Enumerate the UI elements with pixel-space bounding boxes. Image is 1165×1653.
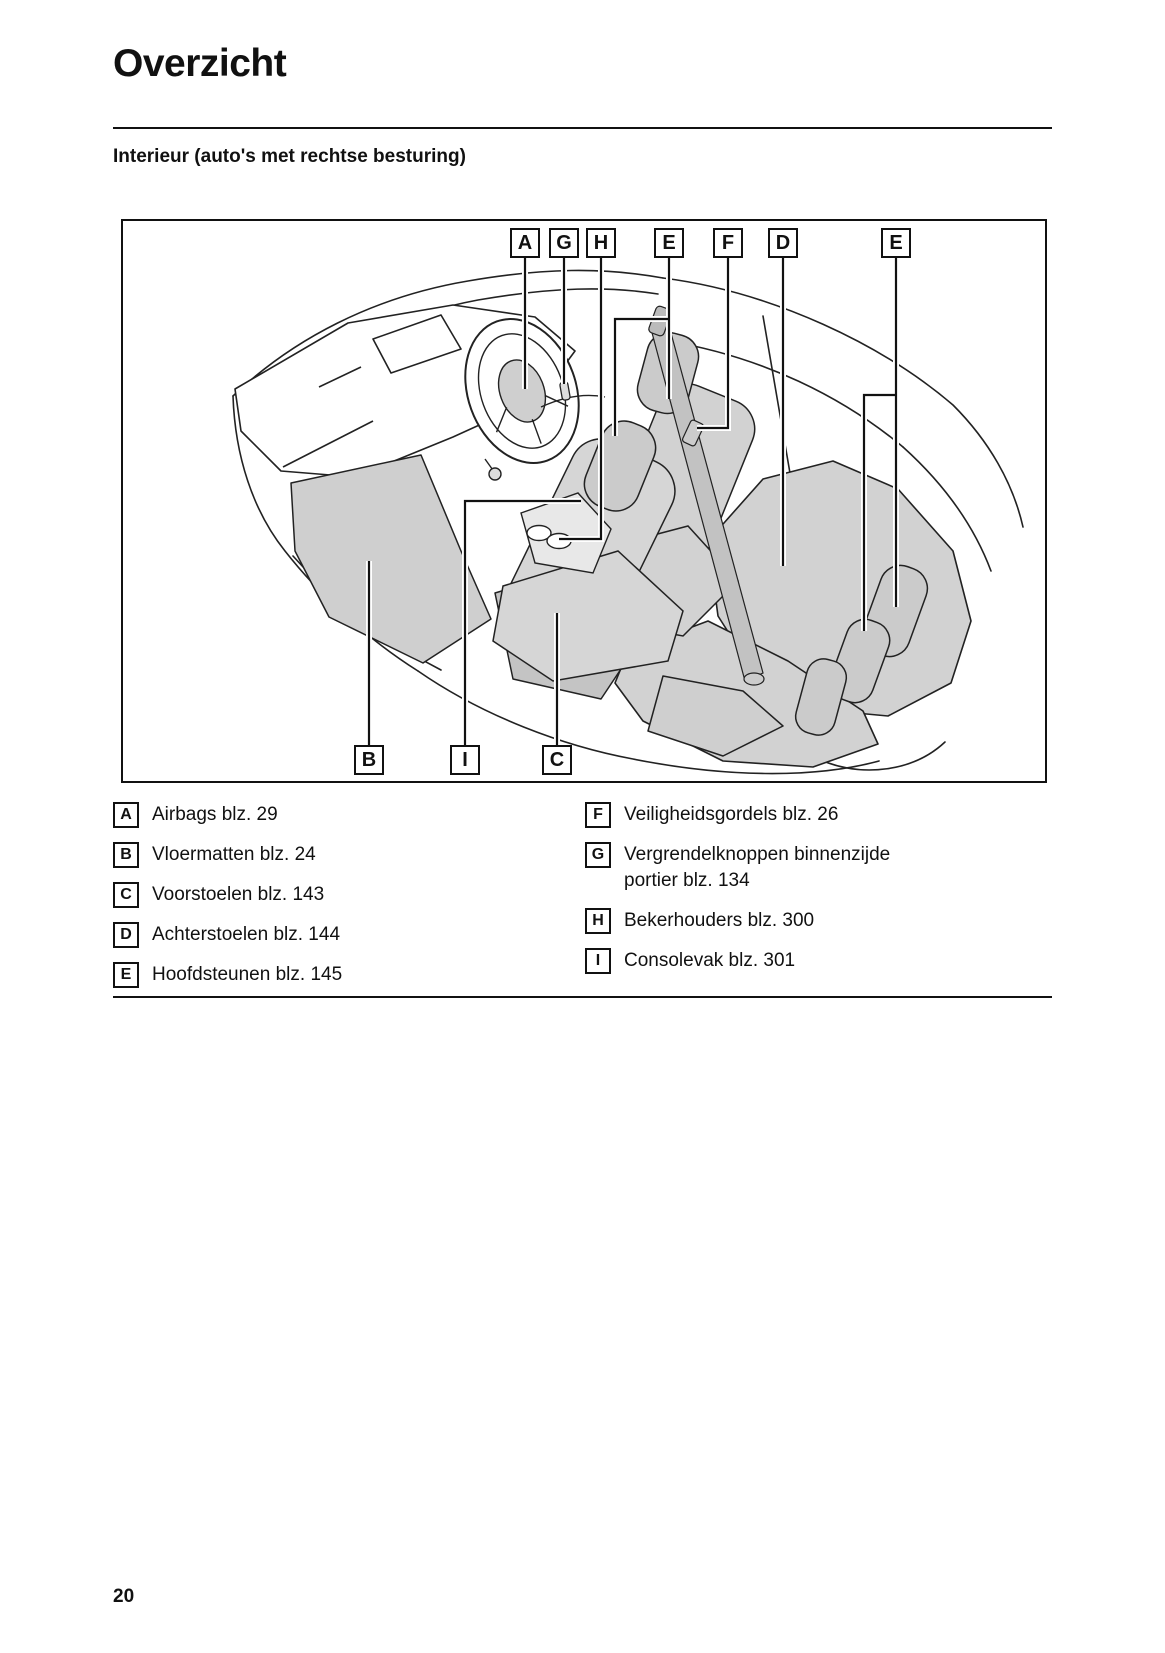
callout-e-front: E [654,228,684,258]
callout-d: D [768,228,798,258]
legend-text-bekerhouders: Bekerhouders blz. 300 [624,910,815,931]
legend-text-vloermatten: Vloermatten blz. 24 [152,844,316,865]
legend-item-consolevak: I Consolevak blz. 301 [585,948,795,974]
section-subtitle: Interieur (auto's met rechtse besturing) [113,146,466,167]
legend-key-h: H [585,908,611,934]
legend-text-airbags: Airbags blz. 29 [152,804,278,825]
callout-i: I [450,745,480,775]
legend-key-i: I [585,948,611,974]
legend-key-c: C [113,882,139,908]
page-number: 20 [113,1586,135,1607]
divider-bottom [113,996,1052,998]
page-title: Overzicht [113,42,287,85]
callout-e-rear: E [881,228,911,258]
legend-key-a: A [113,802,139,828]
legend-text-voorstoelen: Voorstoelen blz. 143 [152,884,325,905]
legend-text-achterstoelen: Achterstoelen blz. 144 [152,924,341,945]
legend-item-achterstoelen: D Achterstoelen blz. 144 [113,922,340,948]
callout-c: C [542,745,572,775]
callout-g: G [549,228,579,258]
legend-text-hoofdsteunen: Hoofdsteunen blz. 145 [152,964,343,985]
legend-key-g: G [585,842,611,868]
legend-item-vloermatten: B Vloermatten blz. 24 [113,842,316,868]
callout-b: B [354,745,384,775]
legend-item-airbags: A Airbags blz. 29 [113,802,278,828]
callout-a: A [510,228,540,258]
legend-text-vergrendelknoppen: Vergrendelknoppen binnenzijde portier bl… [624,844,891,891]
legend-text-veiligheidsgordels: Veiligheidsgordels blz. 26 [624,804,839,825]
divider-top [113,127,1052,129]
car-interior-illustration [232,258,1024,775]
legend-item-hoofdsteunen: E Hoofdsteunen blz. 145 [113,962,342,988]
legend-text-consolevak: Consolevak blz. 301 [624,950,796,971]
legend-item-bekerhouders: H Bekerhouders blz. 300 [585,908,814,934]
legend-key-f: F [585,802,611,828]
callout-h: H [586,228,616,258]
interior-diagram: A G H E F D E B I C [121,219,1047,783]
legend-key-d: D [113,922,139,948]
legend-key-e: E [113,962,139,988]
legend-item-voorstoelen: C Voorstoelen blz. 143 [113,882,324,908]
legend-item-vergrendelknoppen: G Vergrendelknoppen binnenzijde portier … [585,842,919,894]
legend-key-b: B [113,842,139,868]
callout-f: F [713,228,743,258]
legend-item-veiligheidsgordels: F Veiligheidsgordels blz. 26 [585,802,838,828]
